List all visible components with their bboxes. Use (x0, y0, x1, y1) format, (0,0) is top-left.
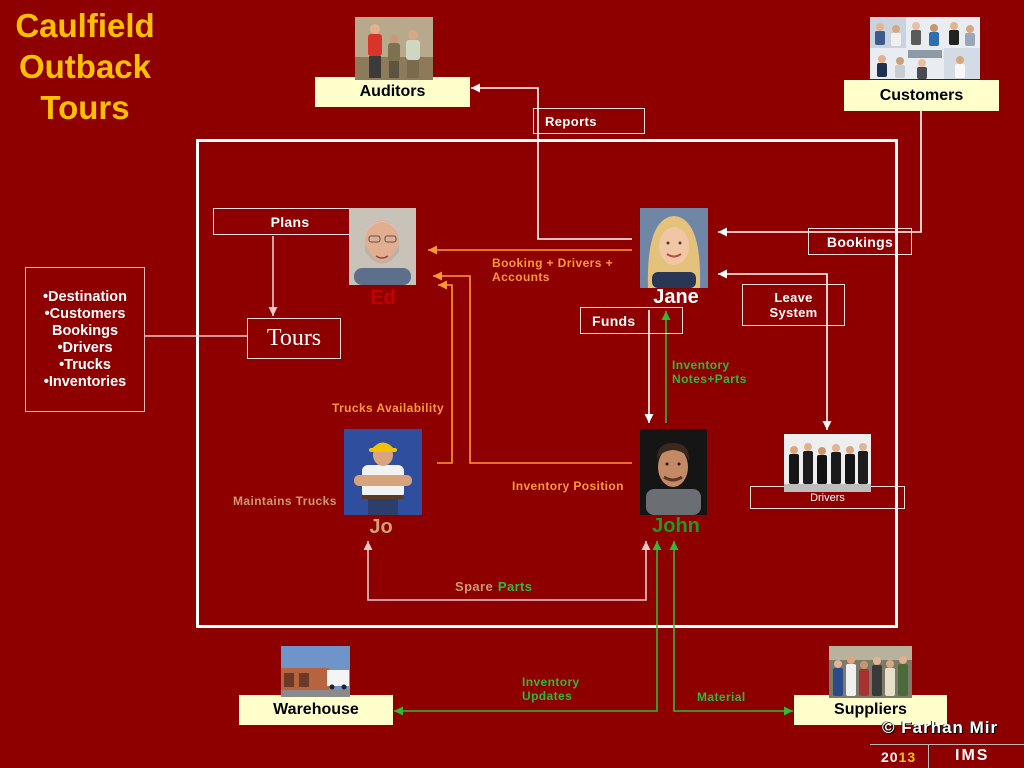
customers-box: Customers (844, 80, 999, 111)
footer-divider (870, 744, 1024, 745)
list-item: •Drivers (57, 340, 113, 356)
list-item: •Trucks (59, 357, 111, 373)
year-suffix: 13 (898, 749, 917, 765)
drivers-photo (784, 434, 871, 492)
jane-name: Jane (653, 286, 699, 308)
flow-label-line: Updates (522, 689, 573, 703)
list-item: Bookings (51, 323, 119, 339)
reports-box: Reports (533, 108, 645, 134)
leave-system-label-line-2: System (769, 305, 818, 320)
warehouse-john-arrow (394, 541, 662, 716)
inventory-position-label: Inventory Position (512, 479, 624, 493)
maintains-trucks-label: Maintains Trucks (233, 494, 337, 508)
warehouse-box: Warehouse (239, 695, 393, 725)
ed-name: Ed (370, 287, 396, 309)
list-item: •Customers (44, 306, 126, 322)
inventory-notes-parts-label: Inventory Notes+Parts (672, 358, 747, 386)
john-photo (640, 429, 707, 515)
leave-system-box: Leave System (742, 284, 845, 326)
ed-photo (349, 208, 416, 285)
auditors-photo (355, 17, 433, 80)
flow-label-line: Inventory (672, 358, 730, 372)
list-item: •Inventories (43, 374, 127, 390)
suppliers-photo (829, 646, 912, 698)
trucks-availability-arrow (437, 280, 453, 464)
suppliers-label: Suppliers (834, 701, 907, 718)
john-name: John (652, 515, 700, 537)
leave-system-label-line-1: Leave (774, 290, 813, 305)
inventory-position-arrow (433, 271, 632, 464)
flow-label-line: Inventory (522, 675, 580, 689)
flow-label-line: Notes+Parts (672, 372, 747, 386)
warehouse-photo (281, 646, 350, 697)
suppliers-john-arrow (669, 541, 793, 716)
jane-drivers-arrow (718, 269, 832, 430)
flow-label-line: Booking + Drivers + (492, 256, 613, 270)
list-item: •Destination (42, 289, 128, 305)
funds-box: Funds (580, 307, 683, 334)
suppliers-box: Suppliers (794, 695, 947, 725)
customers-label: Customers (879, 86, 964, 104)
bookings-box: Bookings (808, 228, 912, 255)
title-line-3: Tours (40, 89, 130, 126)
copyright-text: © Farhan Mir (882, 718, 999, 737)
booking-drivers-accounts-label: Booking + Drivers + Accounts (492, 256, 613, 284)
database-list-box: •Destination •Customers Bookings •Driver… (25, 267, 145, 412)
reports-label: Reports (545, 113, 597, 129)
title-line-1: Caulfield (15, 7, 155, 44)
course-code: IMS (955, 747, 990, 764)
year-prefix: 20 (881, 749, 899, 765)
customers-photo (870, 17, 980, 79)
reports-to-auditors-arrow (471, 83, 632, 240)
tours-box: Tours (247, 318, 341, 359)
warehouse-label: Warehouse (273, 701, 359, 718)
drivers-label: Drivers (810, 492, 845, 504)
footer-year: 2013 (881, 749, 916, 765)
material-label: Material (697, 690, 746, 704)
slide-title: Caulfield Outback Tours (0, 5, 170, 128)
plans-box: Plans (213, 208, 367, 235)
customers-bookings-arrow (718, 111, 922, 237)
spare-parts-label: Spare-Parts (455, 580, 532, 594)
bookings-label: Bookings (826, 233, 894, 250)
footer-separator (928, 744, 929, 768)
jo-name: Jo (369, 516, 393, 538)
flow-label-line: Accounts (492, 270, 550, 284)
funds-label: Funds (592, 312, 636, 329)
trucks-availability-label: Trucks Availability (332, 401, 445, 415)
auditors-box: Auditors (315, 77, 470, 107)
auditors-label: Auditors (359, 83, 426, 100)
jane-photo (640, 208, 708, 288)
inventory-updates-label: Inventory Updates (522, 675, 580, 703)
spare-parts-dash: - (493, 579, 498, 594)
tours-label: Tours (266, 325, 322, 351)
title-line-2: Outback (18, 48, 152, 85)
plans-label: Plans (270, 213, 310, 230)
parts-word: Parts (497, 579, 533, 594)
jo-photo (344, 429, 422, 515)
spare-word: Spare (455, 579, 494, 594)
